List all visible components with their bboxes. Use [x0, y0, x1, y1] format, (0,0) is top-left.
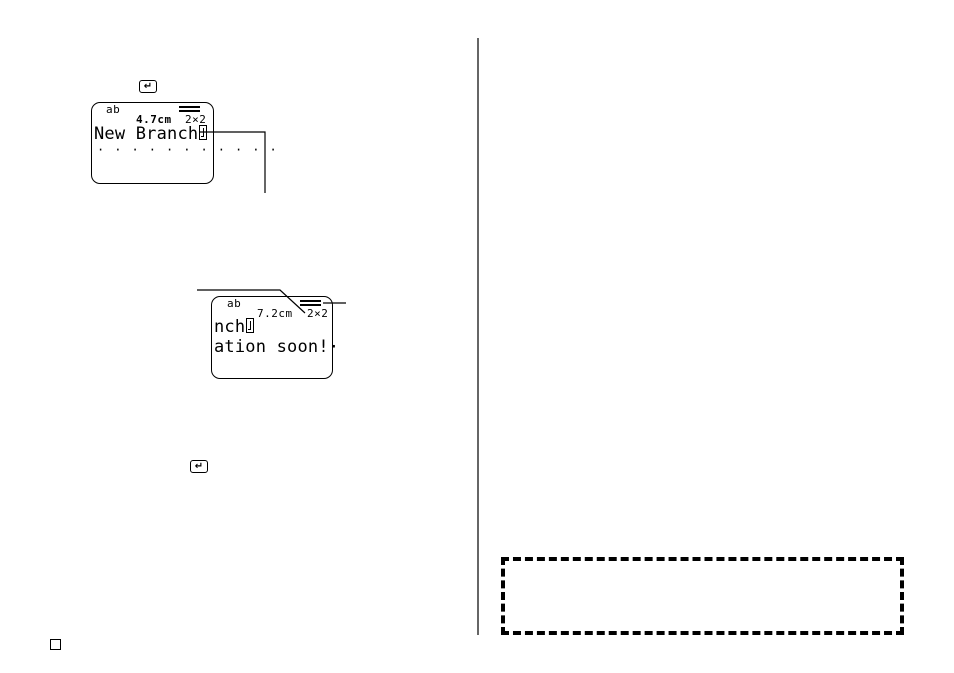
page-number-box [50, 639, 61, 650]
display-1-mode: ab [106, 103, 121, 116]
enter-key-icon: ↵ [139, 80, 157, 93]
display-1-length: 4.7cm [136, 113, 172, 126]
display-1-size: 2×2 [185, 113, 207, 126]
display-1-line1: New Branch [94, 124, 208, 144]
display-2-line1: nch [214, 317, 255, 337]
text-cursor [246, 318, 255, 333]
display-1-size-bars [179, 106, 200, 113]
display-2-size-bars [300, 300, 321, 307]
display-1-line1-text: New Branch [94, 124, 199, 144]
lcd-display-2: ab 7.2cm 2×2 nch ation soon!· [211, 296, 339, 379]
callout-line-cursor [200, 131, 266, 193]
display-2-size: 2×2 [307, 307, 329, 320]
enter-key-icon: ↵ [190, 460, 208, 473]
lcd-display-1: ab 4.7cm 2×2 New Branch · · · · · · · · … [91, 102, 277, 184]
callout-line-length [197, 289, 306, 314]
display-2-length: 7.2cm [257, 307, 293, 320]
display-2-line2: ation soon!· [214, 337, 340, 357]
note-box [501, 557, 904, 635]
display-1-line2: · · · · · · · · · · · [97, 143, 279, 157]
display-2-line1-text: nch [214, 317, 246, 337]
display-2-mode: ab [227, 297, 242, 310]
